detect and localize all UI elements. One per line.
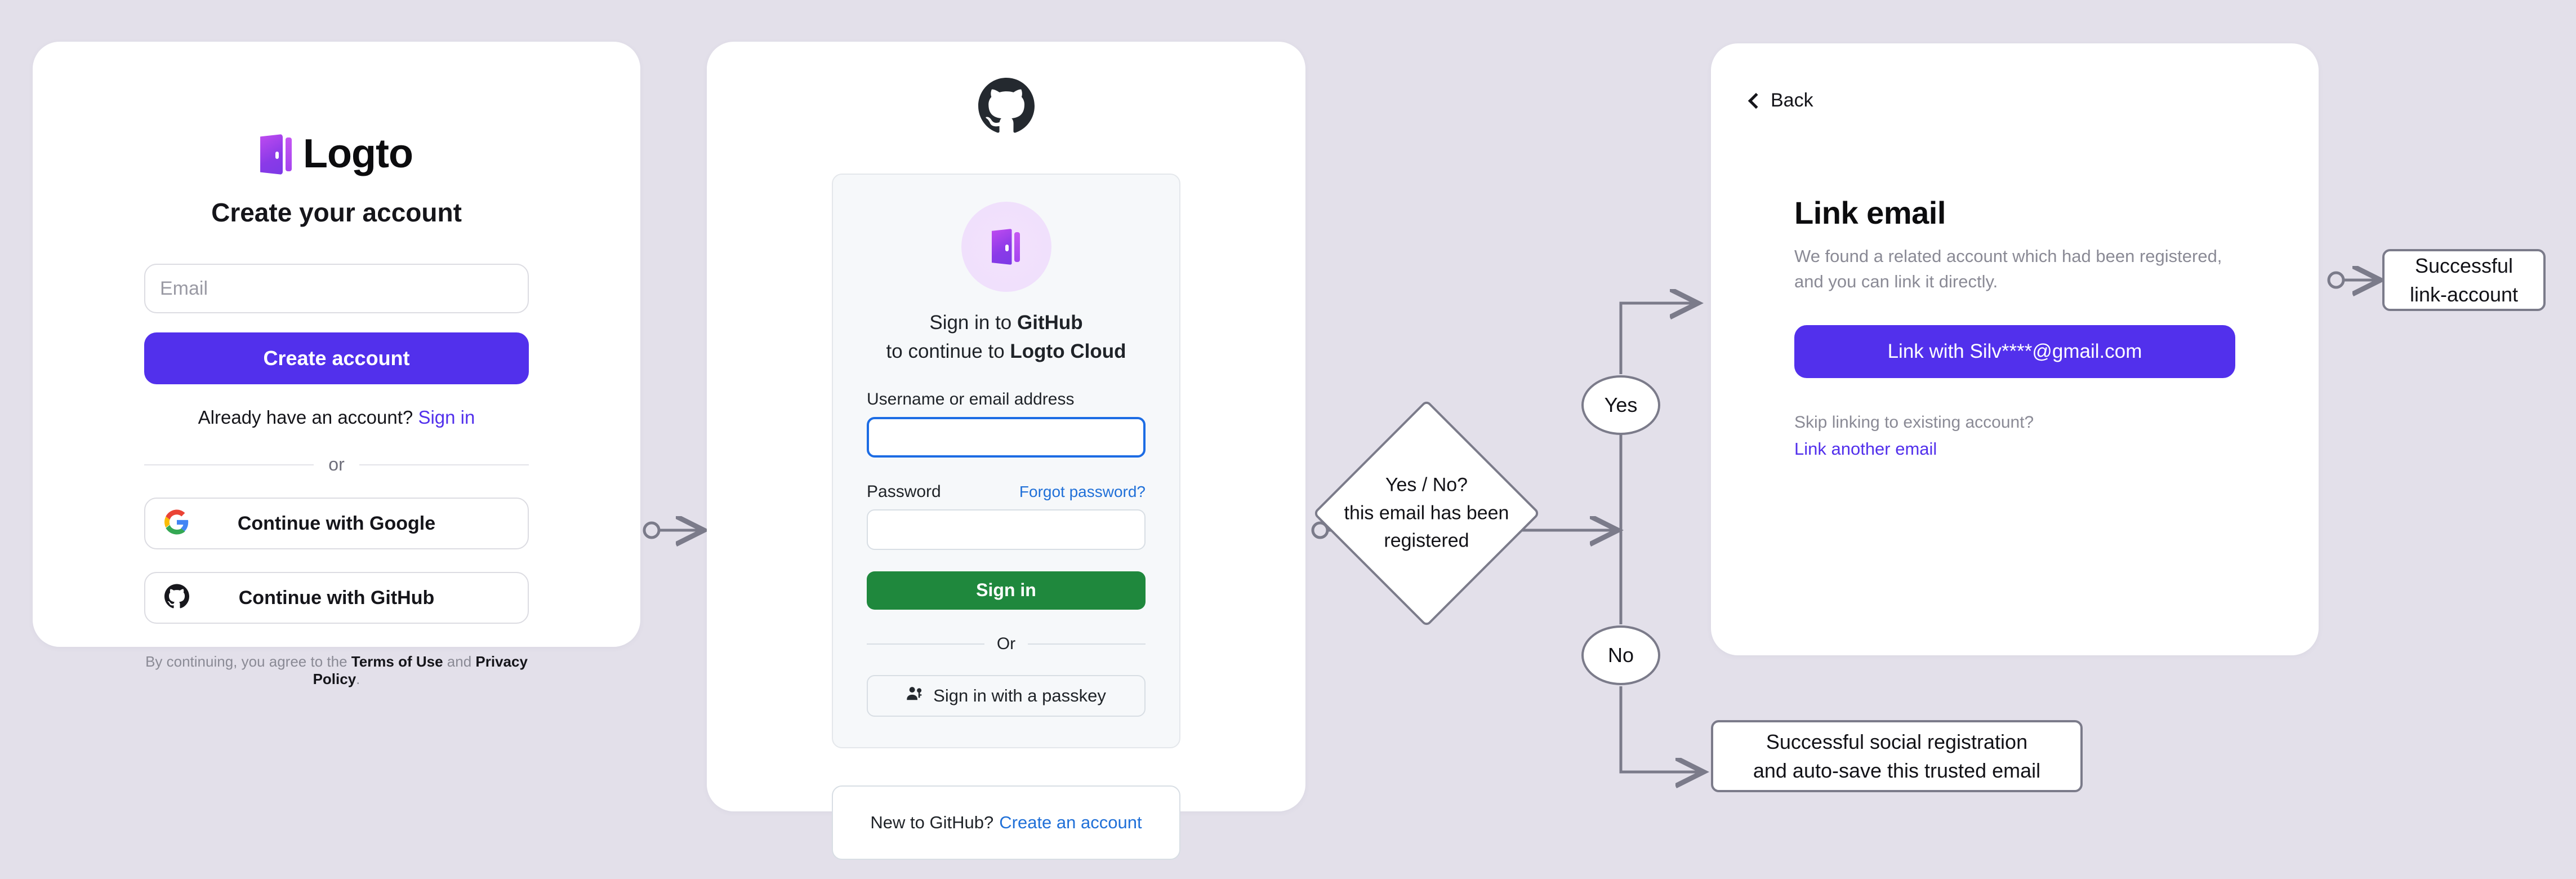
continue-with-github-button[interactable]: Continue with GitHub [144, 572, 529, 624]
outcome-successful-social-registration: Successful social registration and auto-… [1711, 720, 2083, 792]
passkey-label: Sign in with a passkey [933, 685, 1106, 705]
signup-card: Logto Create your account Email Create a… [33, 42, 640, 687]
link-another-email-link[interactable]: Link another email [1794, 438, 1937, 459]
branch-node-yes: Yes [1581, 375, 1660, 435]
outcome-social-line-2: and auto-save this trusted email [1753, 759, 2041, 782]
github-sign-in-button[interactable]: Sign in [867, 571, 1146, 610]
logto-door-icon [991, 228, 1021, 265]
terms-prefix: By continuing, you agree to the [145, 653, 351, 670]
passkey-person-key-icon [906, 685, 923, 707]
decision-text: Yes / No? this email has been registered [1307, 472, 1547, 556]
terms-suffix: . [356, 671, 360, 687]
link-email-card: Back Link email We found a related accou… [1711, 43, 2319, 655]
chevron-left-icon [1748, 92, 1764, 109]
skip-linking-text: Skip linking to existing account? [1794, 412, 2034, 432]
forgot-password-link[interactable]: Forgot password? [1019, 482, 1146, 500]
github-signin-panel: Sign in to GitHub to continue to Logto C… [832, 174, 1180, 748]
terms-notice: By continuing, you agree to the Terms of… [144, 653, 529, 688]
password-input[interactable] [867, 509, 1146, 550]
back-button[interactable]: Back [1748, 90, 1813, 112]
email-placeholder: Email [160, 277, 208, 299]
password-label: Password [867, 482, 941, 501]
outcome-link-line-1: Successful [2414, 254, 2513, 277]
github-divider-or: Or [867, 634, 1146, 654]
continue-with-google-label: Continue with Google [237, 512, 436, 534]
link-email-description: We found a related account which had bee… [1794, 246, 2222, 292]
decision-line-2: this email has been [1344, 502, 1509, 524]
terms-of-use-link[interactable]: Terms of Use [351, 653, 443, 670]
page-title: Create your account [211, 198, 462, 227]
already-have-account-row: Already have an account? Sign in [144, 407, 529, 428]
continue-with-google-button[interactable]: Continue with Google [144, 498, 529, 549]
decision-line-3: registered [1384, 530, 1469, 552]
already-have-account-text: Already have an account? [198, 407, 413, 428]
divider-or: or [144, 454, 529, 475]
create-account-button[interactable]: Create account [144, 332, 529, 384]
heading-line2-prefix: to continue to [886, 340, 1010, 362]
branch-node-no: No [1581, 625, 1660, 685]
username-input[interactable] [867, 416, 1146, 458]
username-label: Username or email address [867, 389, 1075, 409]
back-label: Back [1771, 90, 1813, 111]
github-signin-heading: Sign in to GitHub to continue to Logto C… [867, 309, 1146, 366]
continue-with-github-label: Continue with GitHub [238, 587, 435, 609]
outcome-link-line-2: link-account [2409, 283, 2519, 306]
heading-line2-strong: Logto Cloud [1010, 340, 1126, 362]
google-icon [164, 509, 189, 538]
link-email-title: Link email [1794, 195, 1946, 230]
new-to-github-text: New to GitHub? [870, 812, 994, 832]
decision-node-email-registered: Yes / No? this email has been registered [1312, 399, 1541, 628]
sign-in-with-passkey-button[interactable]: Sign in with a passkey [867, 674, 1146, 717]
terms-middle: and [443, 653, 476, 670]
github-signin-card: Sign in to GitHub to continue to Logto C… [707, 42, 1305, 860]
email-input[interactable]: Email [144, 264, 529, 313]
password-row: Password Forgot password? [867, 482, 1146, 501]
logto-logo: Logto [33, 133, 640, 175]
logto-door-icon [260, 133, 293, 175]
github-logo [707, 78, 1305, 134]
github-icon [164, 584, 189, 612]
privacy-policy-link[interactable]: Privacy Policy [313, 653, 528, 687]
decision-line-1: Yes / No? [1385, 474, 1468, 496]
new-to-github-box: New to GitHub? Create an account [832, 785, 1180, 860]
outcome-successful-link-account: Successful link-account [2382, 249, 2546, 311]
create-an-account-link[interactable]: Create an account [999, 812, 1142, 832]
github-divider-label: Or [996, 634, 1016, 653]
heading-line1-strong: GitHub [1017, 312, 1083, 334]
divider-label: or [328, 454, 345, 474]
link-with-email-button[interactable]: Link with Silv****@gmail.com [1794, 325, 2235, 378]
brand-name: Logto [303, 131, 413, 176]
logto-app-badge [961, 202, 1051, 292]
outcome-social-line-1: Successful social registration [1766, 730, 2028, 753]
sign-in-link[interactable]: Sign in [418, 407, 475, 428]
heading-line1-prefix: Sign in to [929, 312, 1017, 334]
